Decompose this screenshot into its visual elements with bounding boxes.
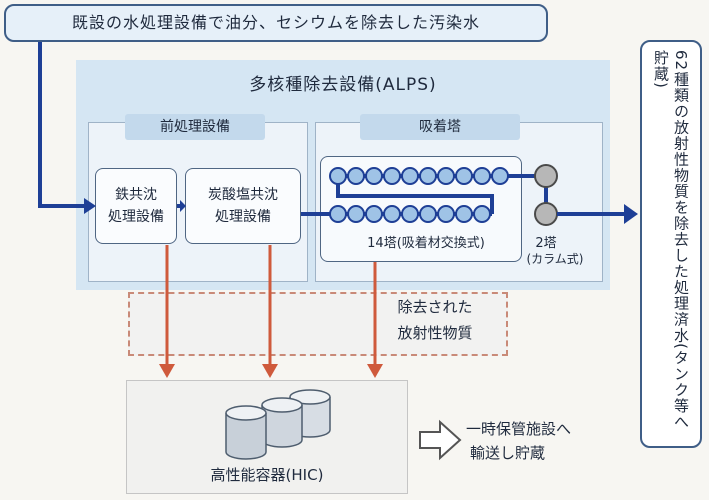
hic-containers [225, 389, 331, 460]
treated-water-output: 62種類の放射性物質を除去した処理済水(タンク等へ貯蔵) [640, 40, 702, 448]
adsorption-label: 吸着塔 [360, 114, 520, 140]
contaminated-water-banner: 既設の水処理設備で油分、セシウムを除去した汚染水 [4, 4, 548, 42]
removed-material-box [128, 292, 508, 356]
adsorption-towers-top-row [329, 167, 509, 185]
adsorption-towers-bottom-row [329, 205, 491, 223]
iron-to-carbonate-arrowhead [180, 200, 186, 212]
waste-arrows [159, 245, 383, 378]
transport-line1: 一時保管施設へ [466, 420, 572, 438]
alps-title: 多核種除去設備(ALPS) [249, 75, 437, 95]
towers-2-label: 2塔 [535, 236, 557, 251]
removed-line2: 放射性物質 [397, 324, 473, 342]
inflow-arrowhead [84, 198, 96, 214]
hic-label: 高性能容器(HIC) [210, 466, 324, 484]
treated-water-text: 62種類の放射性物質を除去した処理済水(タンク等へ貯蔵) [652, 50, 690, 430]
iron-coprecipitation-unit: 鉄共沈 処理設備 [95, 168, 177, 244]
pretreatment-label: 前処理設備 [125, 114, 265, 140]
towers-14-label: 14塔(吸着材交換式) [367, 236, 485, 251]
towers-2-type-label: (カラム式) [526, 252, 584, 266]
transport-arrow [419, 419, 462, 461]
transport-line2: 輸送し貯蔵 [470, 444, 546, 462]
column-towers [534, 164, 558, 226]
carbonate-coprecipitation-unit: 炭酸塩共沈 処理設備 [185, 168, 301, 244]
output-arrowhead [624, 204, 638, 224]
inflow-arrow [38, 42, 86, 208]
removed-line1: 除去された [397, 298, 473, 316]
